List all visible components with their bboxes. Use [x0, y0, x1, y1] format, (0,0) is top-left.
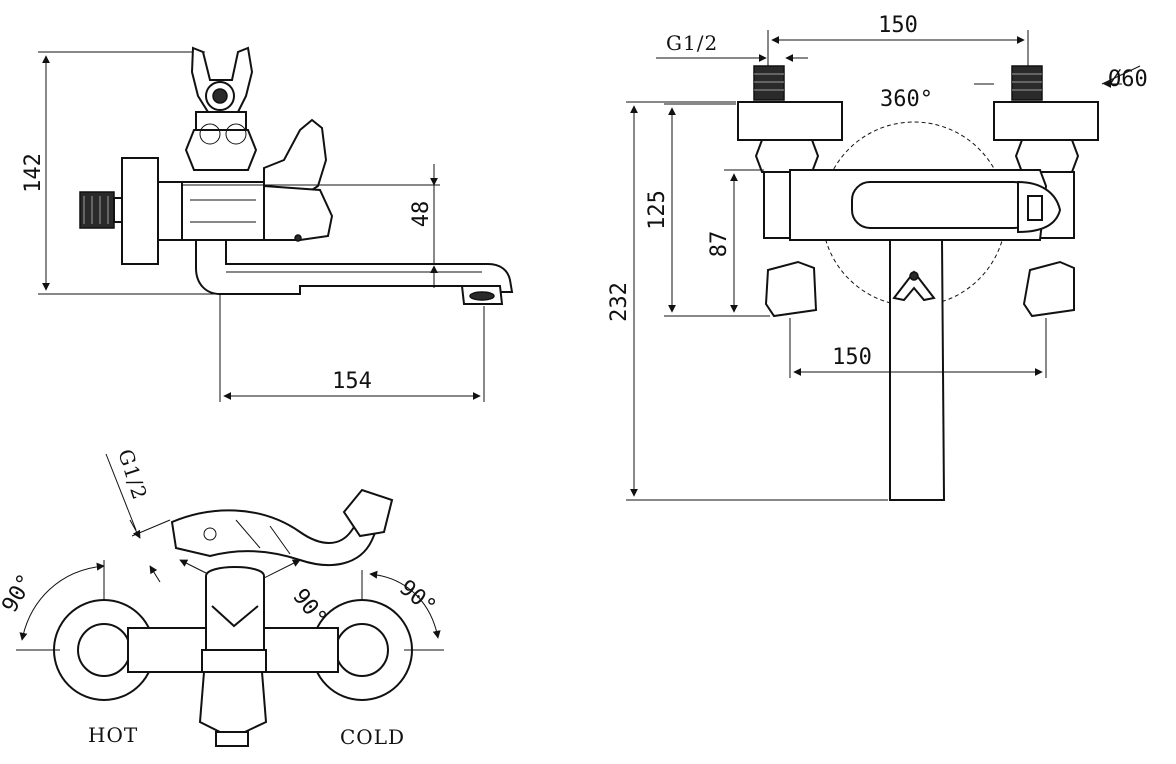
- top-thread-label: G1/2: [113, 446, 152, 503]
- front-thread-label: G1/2: [666, 31, 718, 55]
- mid-height-dimension-125: 125: [645, 103, 770, 317]
- front-thread-label-group: G1/2: [656, 31, 808, 62]
- height-dim-label: 142: [21, 153, 46, 193]
- top-body: [127, 566, 339, 747]
- bottom-centers-dimension-150: 150: [789, 318, 1047, 378]
- top-view: G1/2 90° 90° 90°: [0, 446, 444, 749]
- mid-height-dim-label: 125: [645, 190, 670, 230]
- spout-drop-dim-label: 48: [409, 201, 434, 228]
- side-diverter-body: [181, 111, 265, 241]
- side-lever-handle: [263, 118, 334, 242]
- eccentric-dia-label: Ø60: [1108, 67, 1148, 92]
- side-view: 142: [21, 46, 514, 402]
- spout-drop-dimension-48: 48: [409, 164, 438, 288]
- height-dimension-142: 142: [21, 51, 220, 295]
- spout-reach-dimension-154: 154: [219, 294, 485, 402]
- front-view: G1/2 150 Ø60 360°: [607, 13, 1148, 501]
- top-shower-holder: [170, 488, 394, 567]
- side-shower-holder: [190, 46, 254, 113]
- top-thread-label-group: G1/2: [105, 446, 171, 583]
- front-main-body: [789, 169, 1062, 501]
- low-height-dim-label: 87: [707, 231, 732, 258]
- low-height-dimension-87: 87: [707, 169, 764, 313]
- eccentric-diameter-dimension: Ø60: [974, 65, 1148, 92]
- hot-label: HOT: [88, 723, 138, 747]
- top-centers-dimension-150: 150: [767, 13, 1029, 70]
- cold-connector-rosette: [311, 570, 444, 701]
- total-height-dimension-232: 232: [607, 101, 888, 501]
- total-height-dim-label: 232: [607, 282, 632, 322]
- side-eccentric-connector: [79, 157, 183, 265]
- right-angle-label: 90°: [394, 575, 441, 620]
- spout-reach-dim-label: 154: [332, 369, 372, 394]
- top-centers-dim-label: 150: [878, 13, 918, 38]
- swivel-angle-label: 360°: [880, 87, 933, 112]
- cold-label: COLD: [340, 725, 405, 749]
- side-spout: [182, 184, 514, 305]
- hot-connector-rosette: [16, 560, 155, 701]
- bottom-centers-dim-label: 150: [832, 345, 872, 370]
